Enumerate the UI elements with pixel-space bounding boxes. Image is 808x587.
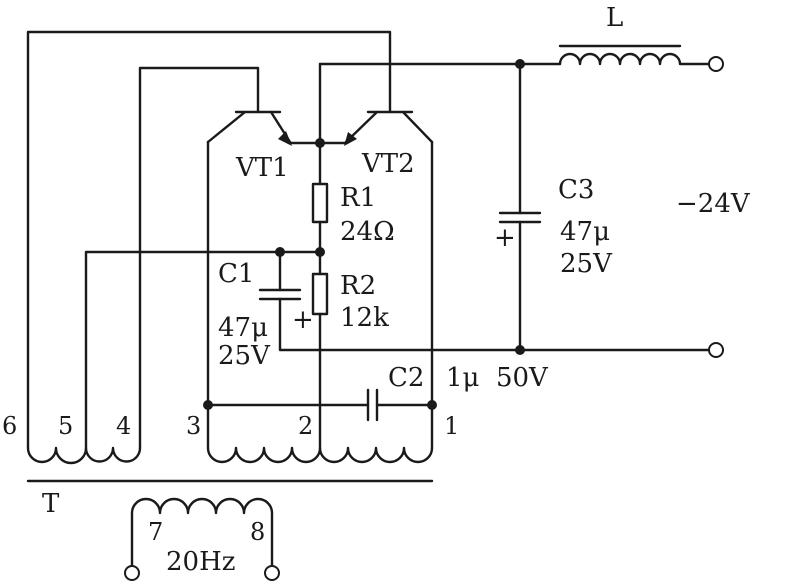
winding-left [26,446,142,465]
c3-label: C3 [558,175,594,205]
c3-capacitance: 47μ [560,217,610,247]
c1-label: C1 [218,259,254,289]
c1-voltage: 25V [218,341,271,371]
junction-dots [203,59,525,410]
c2-label: C2 [388,363,424,393]
output-terminal-bottom[interactable] [708,342,724,358]
wire-pin4-to-vt1-base [138,66,260,450]
pin-4-label: 4 [116,412,131,440]
input-terminal-8[interactable] [264,565,280,581]
winding-right [206,446,434,464]
c2-spec: 1μ 50V [446,363,549,393]
vt1-label: VT1 [235,153,289,183]
c3-capacitor [498,62,542,352]
frequency-label: 20Hz [166,547,235,577]
r2-resistor [311,272,329,316]
output-terminal-top[interactable] [708,56,724,72]
pin-5-label: 5 [58,412,73,440]
c1-capacitor [258,250,522,352]
c3-plus: + [494,223,516,253]
pin-7-label: 7 [148,518,163,546]
r2-value: 12k [340,303,389,333]
r1-value: 24Ω [340,217,395,247]
transformer-label: T [42,489,60,519]
pin-8-label: 8 [250,518,265,546]
r1-resistor [311,182,329,224]
inductor-l [558,52,710,66]
vt2-label: VT2 [361,149,415,179]
inductor-label: L [606,3,623,33]
wire-pin5-to-bias-node [84,250,322,450]
r1-label: R1 [340,183,376,213]
vt2-transistor [344,110,434,146]
pin-6-label: 6 [2,412,17,440]
c3-voltage: 25V [560,249,613,279]
c1-capacitance: 47μ [218,313,268,343]
pin-1-label: 1 [444,412,459,440]
pin-3-label: 3 [186,412,201,440]
wire-pin6-to-vt2-base [26,30,392,450]
c1-plus: + [292,305,314,335]
r2-label: R2 [340,271,376,301]
pin-2-label: 2 [298,412,313,440]
supply-voltage-label: −24V [676,189,751,219]
vt1-transistor [206,110,292,146]
primary-winding [130,497,274,570]
input-terminal-7[interactable] [124,565,140,581]
